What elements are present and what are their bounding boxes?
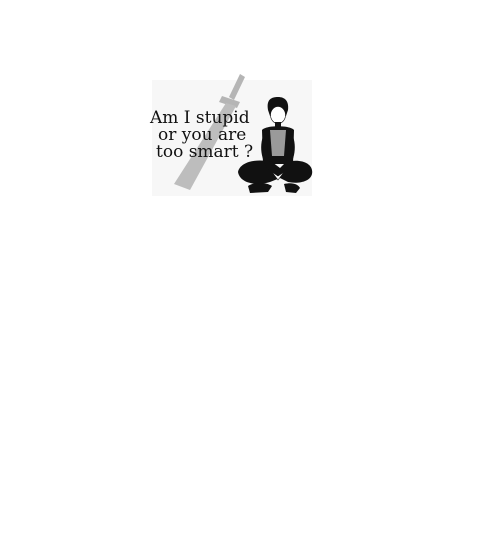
sitting-person-icon — [238, 97, 313, 193]
meme-artwork: Am I stupid or you are too smart ? — [148, 72, 318, 200]
sword-icon — [174, 74, 245, 190]
artwork-graphics — [152, 74, 313, 196]
caption-line-1: Am I stupid — [150, 108, 250, 128]
caption-line-3: too smart ? — [156, 142, 254, 162]
caption-line-2: or you are — [158, 125, 247, 145]
